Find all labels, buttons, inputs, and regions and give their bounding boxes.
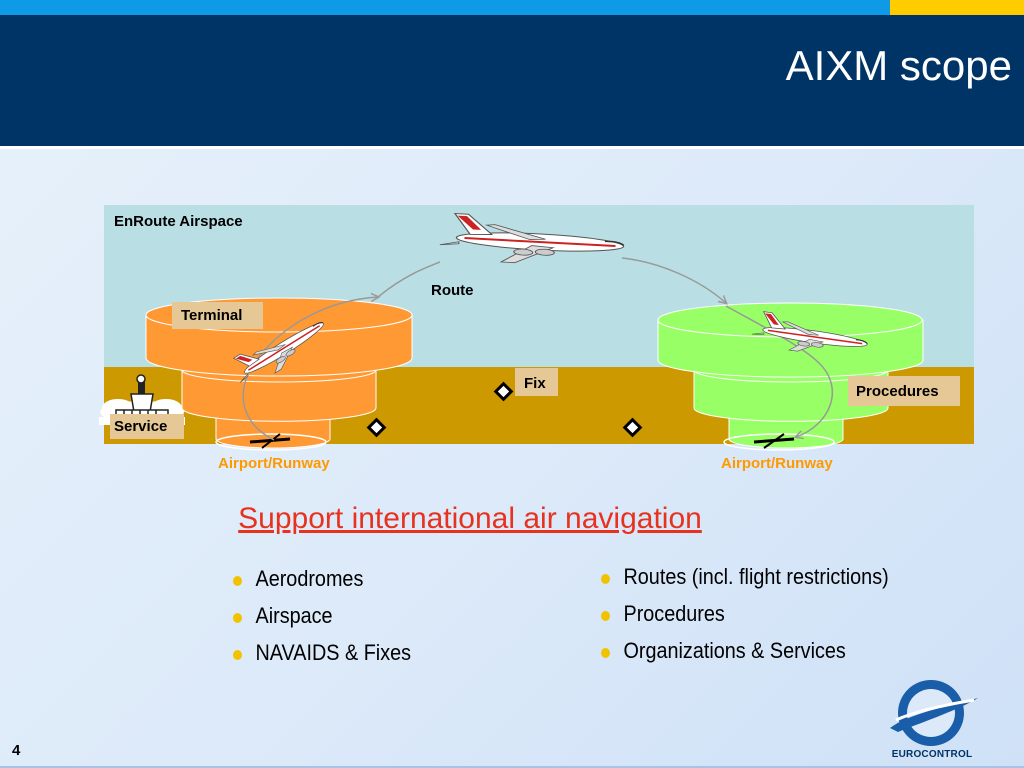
fix-diamond — [366, 417, 387, 438]
airport-runway-right-label: Airport/Runway — [721, 455, 833, 472]
climb-path — [377, 261, 441, 298]
route-label: Route — [431, 282, 474, 299]
bullet-list-left: Aerodromes Airspace NAVAIDS & Fixes — [233, 565, 431, 676]
bullet-text: Procedures — [623, 601, 725, 626]
page-number: 4 — [12, 742, 21, 759]
fix-label-box — [515, 368, 558, 396]
bullet-dot-icon — [233, 613, 242, 623]
bullet-dot-icon — [601, 648, 610, 658]
bullet-item: NAVAIDS & Fixes — [233, 639, 411, 676]
bullet-dot-icon — [233, 576, 242, 586]
arrival-path — [725, 305, 834, 437]
bullet-dot-icon — [601, 574, 610, 584]
bullet-text: NAVAIDS & Fixes — [255, 640, 412, 665]
bottom-rule — [0, 766, 1024, 768]
header-rule — [0, 146, 1024, 149]
slide-title: AIXM scope — [785, 42, 1012, 89]
slide-subtitle: Support international air navigation — [238, 502, 702, 535]
terminal-airspace-right — [657, 302, 924, 449]
eurocontrol-logo-text: EUROCONTROL — [891, 749, 973, 760]
bullet-item: Routes (incl. flight restrictions) — [601, 563, 889, 600]
bullet-dot-icon — [601, 611, 610, 621]
bullet-list-right: Routes (incl. flight restrictions) Proce… — [601, 563, 921, 674]
bullet-item: Airspace — [233, 602, 411, 639]
bullet-text: Airspace — [255, 603, 333, 628]
service-label-box — [110, 414, 184, 439]
fix-label: Fix — [524, 375, 546, 392]
procedures-label: Procedures — [856, 383, 939, 400]
fix-diamond — [493, 381, 514, 402]
bullet-item: Procedures — [601, 600, 889, 637]
top-accent-strip-yellow — [890, 0, 1024, 15]
runway-left — [215, 433, 327, 451]
bullet-item: Aerodromes — [233, 565, 411, 602]
runway-right — [723, 433, 835, 451]
enroute-airspace-label: EnRoute Airspace — [114, 213, 243, 230]
route-path — [621, 257, 726, 303]
slide-header — [0, 15, 1024, 146]
terminal-label-box — [172, 302, 263, 329]
bullet-text: Routes (incl. flight restrictions) — [623, 564, 889, 589]
bullet-text: Aerodromes — [255, 566, 364, 591]
airport-runway-left-label: Airport/Runway — [218, 455, 330, 472]
service-label: Service — [114, 418, 167, 435]
bullet-item: Organizations & Services — [601, 637, 889, 674]
eurocontrol-logo-icon — [890, 680, 978, 746]
bullet-text: Organizations & Services — [623, 638, 846, 663]
fix-diamond — [622, 417, 643, 438]
top-accent-strip-blue — [0, 0, 890, 15]
procedures-label-box — [848, 376, 960, 406]
bullet-dot-icon — [233, 650, 242, 660]
terminal-label: Terminal — [181, 307, 242, 324]
